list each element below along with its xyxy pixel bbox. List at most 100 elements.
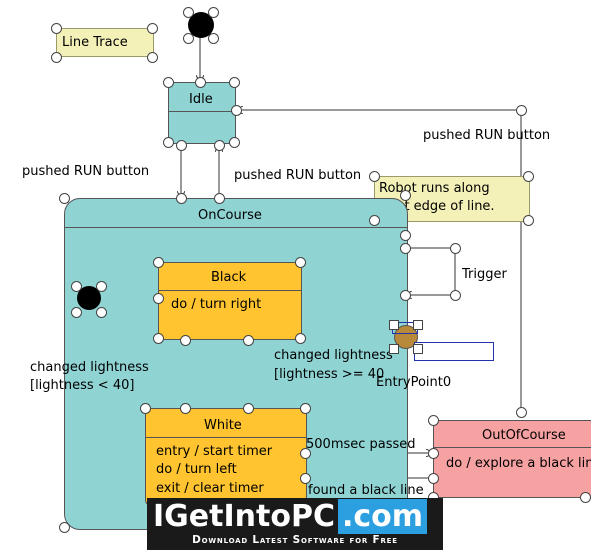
- watermark-brand-get: Get: [164, 499, 224, 534]
- label-pushed-run-left: pushed RUN button: [22, 164, 150, 179]
- handle[interactable]: [300, 448, 311, 459]
- handle[interactable]: [369, 215, 380, 226]
- entry-point-handle[interactable]: [413, 344, 423, 354]
- state-black[interactable]: Black do / turn right: [158, 262, 302, 340]
- handle[interactable]: [450, 243, 461, 254]
- state-black-title: Black: [211, 270, 247, 285]
- handle[interactable]: [243, 403, 254, 414]
- line-trace-note[interactable]: Line Trace: [56, 28, 154, 57]
- handle[interactable]: [59, 522, 70, 533]
- label-changed-lightness-right-2: [lightness >= 40: [274, 367, 385, 382]
- state-black-action: do / turn right: [171, 297, 262, 312]
- state-white-action-do: do / turn left: [156, 462, 237, 477]
- handle[interactable]: [183, 7, 194, 18]
- handle[interactable]: [214, 193, 225, 204]
- robot-note[interactable]: Robot runs along right edge of line.: [374, 176, 530, 222]
- handle[interactable]: [400, 243, 411, 254]
- state-white-action-exit: exit / clear timer: [156, 481, 264, 496]
- label-found-black-line: found a black line: [308, 483, 424, 498]
- state-out-of-course-divider: [434, 447, 591, 448]
- handle[interactable]: [180, 335, 191, 346]
- handle[interactable]: [400, 230, 411, 241]
- handle[interactable]: [369, 171, 380, 182]
- handle[interactable]: [96, 281, 107, 292]
- state-white-divider: [146, 437, 306, 438]
- state-out-of-course-action: do / explore a black lin: [446, 456, 591, 471]
- handle[interactable]: [523, 215, 534, 226]
- state-white-title: White: [204, 418, 242, 433]
- watermark-brand-dotcom: .com: [337, 499, 428, 534]
- handle[interactable]: [516, 105, 527, 116]
- handle[interactable]: [450, 290, 461, 301]
- handle[interactable]: [214, 140, 225, 151]
- handle[interactable]: [59, 193, 70, 204]
- handle[interactable]: [428, 473, 439, 484]
- handle[interactable]: [516, 407, 527, 418]
- state-out-of-course-title: OutOfCourse: [482, 428, 566, 443]
- state-idle[interactable]: Idle: [168, 82, 236, 144]
- state-on-course-divider: [65, 227, 407, 228]
- handle[interactable]: [153, 293, 164, 304]
- handle[interactable]: [523, 171, 534, 182]
- handle[interactable]: [580, 492, 591, 503]
- handle[interactable]: [208, 7, 219, 18]
- handle[interactable]: [51, 52, 62, 63]
- label-entry-point: EntryPoint0: [376, 375, 452, 390]
- handle[interactable]: [183, 33, 194, 44]
- handle[interactable]: [153, 333, 164, 344]
- handle[interactable]: [208, 33, 219, 44]
- handle[interactable]: [295, 333, 306, 344]
- watermark-banner: IGetIntoPC.com Download Latest Software …: [147, 498, 443, 550]
- handle[interactable]: [231, 105, 242, 116]
- state-white[interactable]: White entry / start timer do / turn left…: [145, 408, 307, 506]
- state-out-of-course[interactable]: OutOfCourse do / explore a black lin: [433, 420, 591, 498]
- label-500msec-passed: 500msec passed: [306, 437, 416, 452]
- handle[interactable]: [400, 290, 411, 301]
- handle[interactable]: [295, 257, 306, 268]
- handle[interactable]: [71, 281, 82, 292]
- handle[interactable]: [71, 307, 82, 318]
- state-idle-divider: [169, 111, 235, 112]
- label-pushed-run-right: pushed RUN button: [423, 128, 551, 143]
- handle[interactable]: [153, 257, 164, 268]
- handle[interactable]: [163, 137, 174, 148]
- label-trigger: Trigger: [462, 267, 507, 282]
- label-changed-lightness-left-1: changed lightness: [30, 360, 149, 375]
- watermark-brand-into: Into: [223, 499, 291, 534]
- label-pushed-run-mid: pushed RUN button: [234, 168, 362, 183]
- handle[interactable]: [180, 403, 191, 414]
- handle[interactable]: [96, 307, 107, 318]
- handle[interactable]: [163, 77, 174, 88]
- watermark-tagline: Download Latest Software for Free: [192, 534, 398, 546]
- handle[interactable]: [400, 190, 411, 201]
- handle[interactable]: [195, 77, 206, 88]
- watermark-brand-pc: PC: [290, 499, 335, 534]
- handle[interactable]: [147, 52, 158, 63]
- handle[interactable]: [428, 415, 439, 426]
- state-on-course-title: OnCourse: [198, 208, 262, 223]
- state-white-action-entry: entry / start timer: [156, 444, 273, 459]
- handle[interactable]: [176, 193, 187, 204]
- handle[interactable]: [229, 137, 240, 148]
- handle[interactable]: [140, 403, 151, 414]
- handle[interactable]: [300, 403, 311, 414]
- handle[interactable]: [229, 77, 240, 88]
- entry-point-handle[interactable]: [413, 320, 423, 330]
- line-trace-label: Line Trace: [62, 35, 128, 50]
- robot-note-line-2: right edge of line.: [379, 199, 495, 214]
- handle[interactable]: [51, 23, 62, 34]
- handle[interactable]: [300, 473, 311, 484]
- entry-point-handle[interactable]: [389, 320, 399, 330]
- watermark-brand-i: I: [153, 499, 165, 534]
- handle[interactable]: [147, 23, 158, 34]
- watermark-logo: IGetIntoPC.com: [153, 499, 428, 534]
- robot-note-line-1: Robot runs along: [379, 181, 490, 196]
- label-changed-lightness-left-2: [lightness < 40]: [30, 378, 135, 393]
- entry-point-name-box[interactable]: [414, 342, 494, 361]
- handle[interactable]: [243, 335, 254, 346]
- state-black-divider: [159, 290, 301, 291]
- handle[interactable]: [428, 448, 439, 459]
- handle[interactable]: [176, 140, 187, 151]
- entry-point-handle[interactable]: [389, 344, 399, 354]
- label-changed-lightness-right-1: changed lightness: [274, 348, 393, 363]
